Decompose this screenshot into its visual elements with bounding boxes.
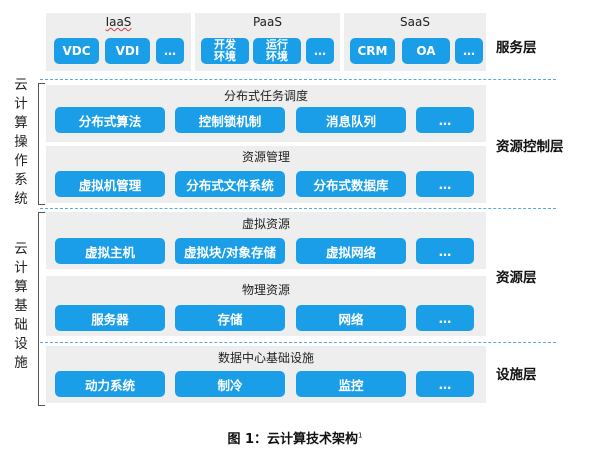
physical-resources-title: 物理资源 (241, 283, 290, 297)
vdi-item: VDI (105, 38, 150, 64)
paas-more-item: … (306, 38, 334, 64)
facility-layer-label: 设施层 (496, 367, 537, 383)
virtual-resources-title: 虚拟资源 (241, 217, 290, 231)
distributed-algorithm-item: 分布式算法 (55, 107, 165, 133)
divider-2 (40, 208, 556, 209)
virtual-network-item: 虚拟网络 (296, 238, 406, 264)
caption-footnote: 1 (358, 431, 363, 440)
datacenter-panel: 数据中心基础设施 动力系统 制冷 监控 … (46, 346, 486, 403)
caption-text: 图 1：云计算技术架构 (227, 432, 359, 447)
figure-caption: 图 1：云计算技术架构1 (0, 428, 590, 447)
control-layer-label: 资源控制层 (496, 139, 564, 155)
scheduling-title: 分布式任务调度 (223, 89, 308, 103)
physical-more-item: … (416, 305, 474, 331)
saas-title: SaaS (400, 15, 430, 29)
power-system-item: 动力系统 (55, 371, 165, 397)
physical-resources-panel: 物理资源 服务器 存储 网络 … (46, 276, 486, 336)
storage-item: 存储 (175, 305, 285, 331)
vdc-item: VDC (54, 38, 99, 64)
sched-more-item: … (416, 107, 474, 133)
infra-bracket (38, 212, 45, 406)
dfs-item: 分布式文件系统 (175, 171, 285, 197)
resource-mgmt-title: 资源管理 (241, 150, 290, 164)
iaas-title: IaaS (105, 15, 132, 29)
paas-title: PaaS (252, 15, 283, 29)
saas-more-item: … (455, 38, 483, 64)
virtual-resources-panel: 虚拟资源 虚拟主机 虚拟块/对象存储 虚拟网络 … (46, 212, 486, 269)
os-bracket (38, 83, 45, 205)
virtual-host-item: 虚拟主机 (55, 238, 165, 264)
facility-more-item: … (416, 371, 474, 397)
resmgmt-more-item: … (416, 171, 474, 197)
service-layer-label: 服务层 (496, 40, 537, 56)
virtual-storage-item: 虚拟块/对象存储 (175, 238, 285, 264)
scheduling-panel: 分布式任务调度 分布式算法 控制锁机制 消息队列 … (46, 85, 486, 142)
divider-3 (40, 342, 556, 343)
cooling-item: 制冷 (175, 371, 285, 397)
resource-mgmt-panel: 资源管理 虚拟机管理 分布式文件系统 分布式数据库 … (46, 146, 486, 203)
resource-layer-label: 资源层 (496, 270, 537, 286)
oa-item: OA (402, 38, 450, 64)
dev-env-item: 开发 环境 (201, 38, 249, 64)
divider-1 (40, 79, 556, 80)
datacenter-title: 数据中心基础设施 (217, 351, 314, 365)
cloud-os-label: 云计算操作系统 (14, 77, 28, 207)
crm-item: CRM (350, 38, 395, 64)
server-item: 服务器 (55, 305, 165, 331)
control-lock-item: 控制锁机制 (175, 107, 285, 133)
saas-panel: SaaS CRM OA … (344, 13, 486, 71)
run-env-item: 运行 环境 (253, 38, 301, 64)
virtual-more-item: … (416, 238, 474, 264)
ddb-item: 分布式数据库 (296, 171, 406, 197)
message-queue-item: 消息队列 (296, 107, 406, 133)
cloud-infra-label: 云计算基础设施 (14, 241, 28, 371)
paas-panel: PaaS 开发 环境 运行 环境 … (195, 13, 340, 71)
network-item: 网络 (296, 305, 406, 331)
vm-mgmt-item: 虚拟机管理 (55, 171, 165, 197)
monitoring-item: 监控 (296, 371, 406, 397)
iaas-more-item: … (156, 38, 184, 64)
iaas-panel: IaaS VDC VDI … (46, 13, 191, 71)
